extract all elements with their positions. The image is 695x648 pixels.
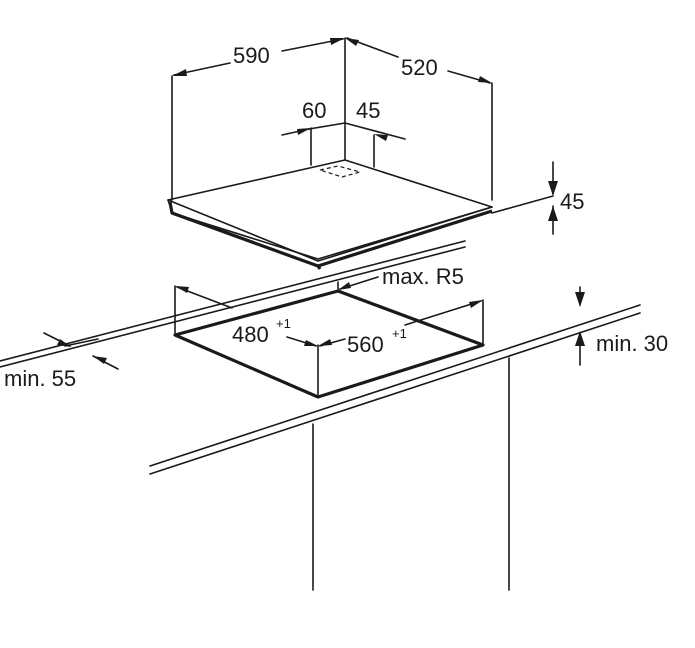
- dim-590: 590: [172, 38, 345, 76]
- dim-60-45: 60 45: [281, 98, 406, 141]
- dim-radius: max. R5: [338, 264, 464, 290]
- dim-min-55: min. 55: [4, 332, 119, 391]
- dim-radius-label: max. R5: [382, 264, 464, 289]
- cutout: 480 +1 560 +1: [173, 281, 485, 399]
- hob-edge: [168, 201, 493, 268]
- dim-45-burner-label: 45: [356, 98, 380, 123]
- dim-60-label: 60: [302, 98, 326, 123]
- dim-min-30-label: min. 30: [596, 331, 668, 356]
- hob-unit: [167, 37, 554, 270]
- dim-45-height-label: 45: [560, 189, 584, 214]
- dim-min-55-label: min. 55: [4, 366, 76, 391]
- dim-480-label: 480: [232, 322, 269, 347]
- dim-560-label: 560: [347, 332, 384, 357]
- dim-480-tolerance: +1: [276, 316, 291, 331]
- dim-590-label: 590: [233, 43, 270, 68]
- dim-560-tolerance: +1: [392, 326, 407, 341]
- burner-outline: [317, 165, 363, 178]
- dim-520-label: 520: [401, 55, 438, 80]
- dim-min-30: min. 30: [575, 286, 668, 366]
- worktop: [0, 240, 641, 591]
- dim-520: 520: [345, 37, 492, 84]
- dim-height: 45: [548, 161, 584, 235]
